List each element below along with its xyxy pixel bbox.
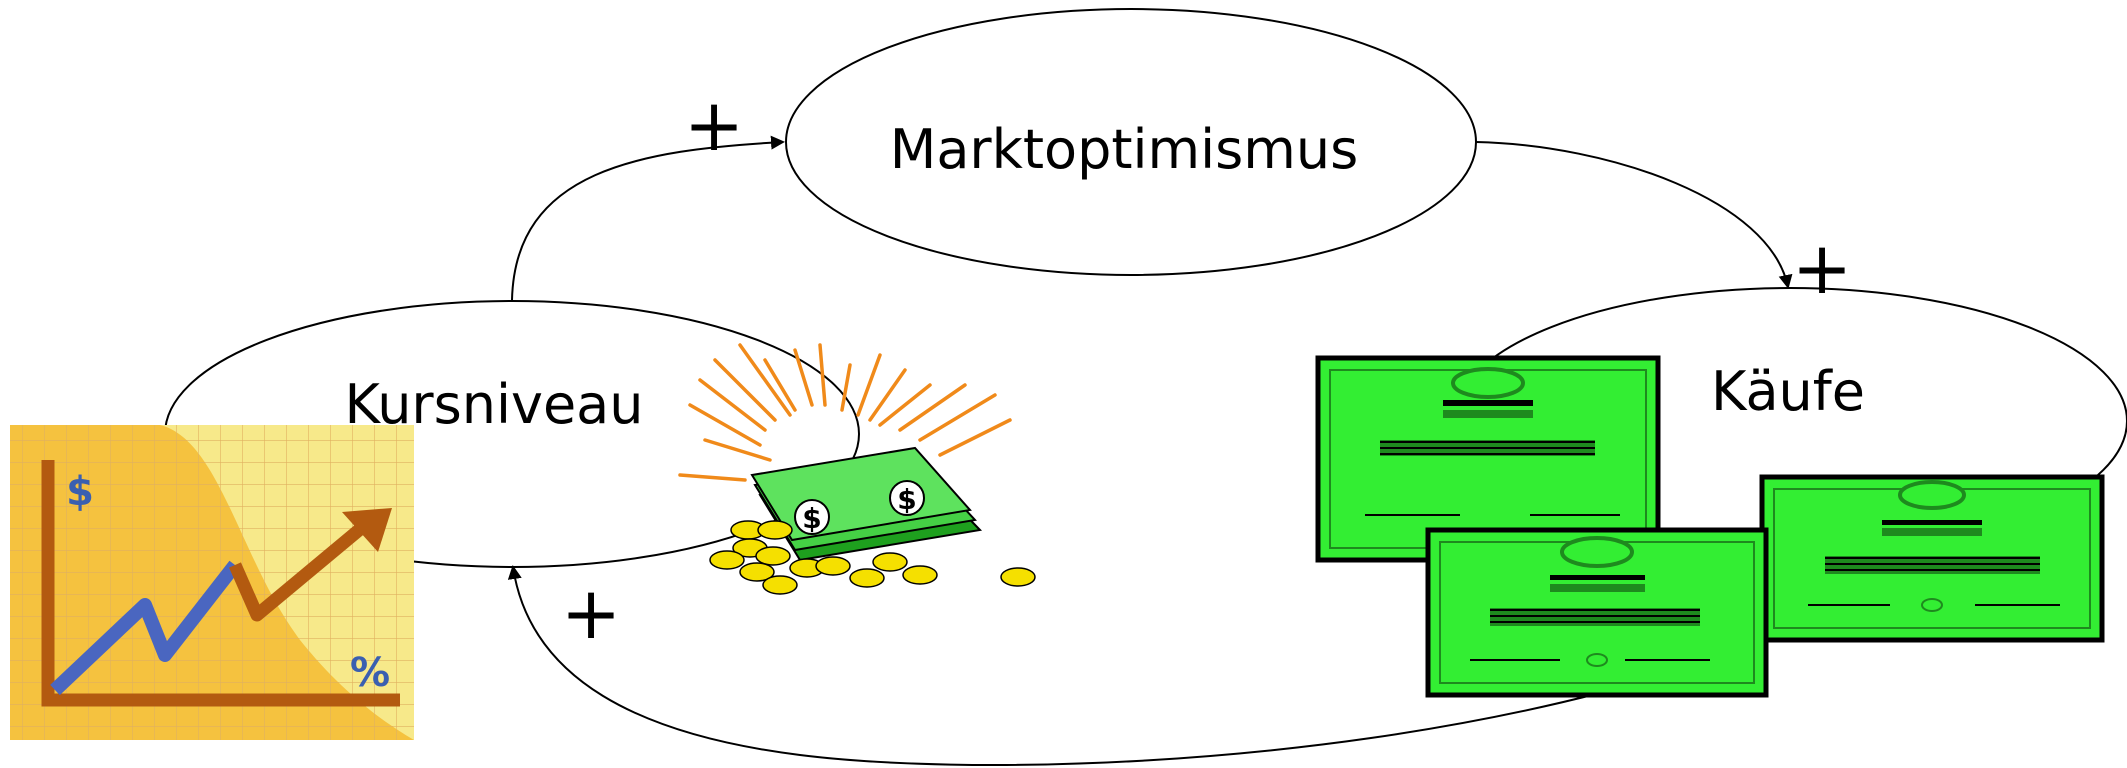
edge-marktoptimismus-to-kaeufe <box>1476 142 1788 287</box>
money-pile-icon: $ $ <box>680 345 1035 594</box>
node-marktoptimismus-label: Marktoptimismus <box>890 118 1359 181</box>
chart-dollar-label: $ <box>66 469 94 515</box>
bill-symbol-2: $ <box>897 483 916 516</box>
stock-chart-icon: $ % <box>10 425 414 740</box>
sign-kursniveau-to-marktoptimismus: + <box>684 83 744 167</box>
certificate-2 <box>1762 477 2102 640</box>
sign-marktoptimismus-to-kaeufe: + <box>1792 226 1852 310</box>
bill-symbol-1: $ <box>802 502 821 535</box>
node-kaeufe-label: Käufe <box>1711 360 1865 423</box>
sign-kaeufe-to-kursniveau: + <box>561 571 621 655</box>
node-marktoptimismus: Marktoptimismus <box>786 9 1476 275</box>
certificate-3 <box>1428 530 1766 695</box>
chart-percent-label: % <box>350 650 390 696</box>
